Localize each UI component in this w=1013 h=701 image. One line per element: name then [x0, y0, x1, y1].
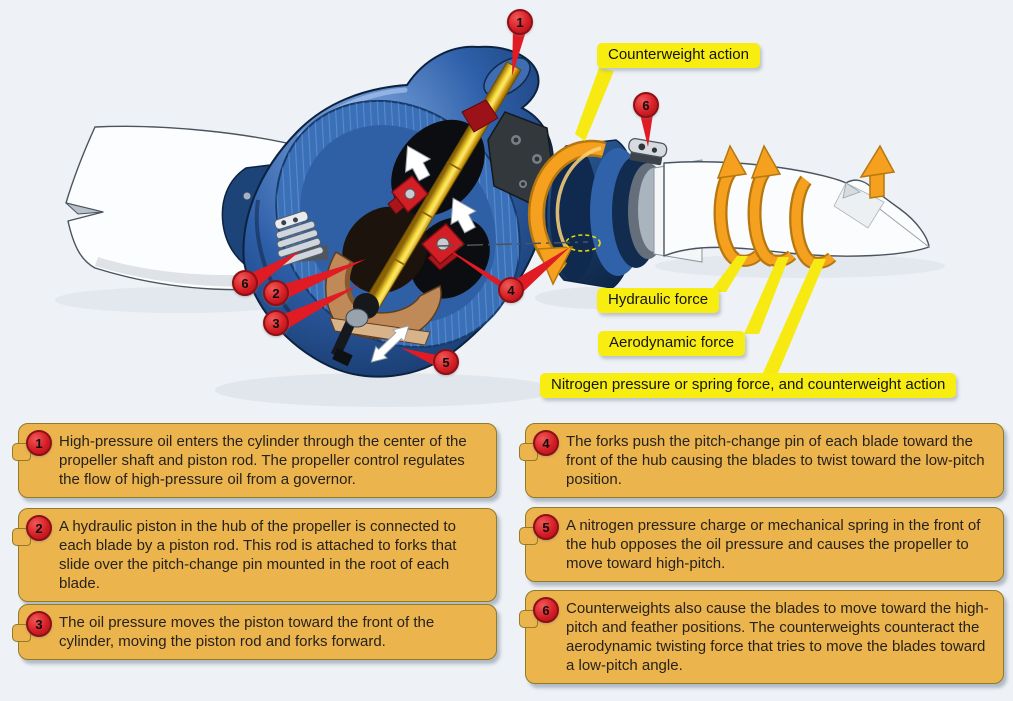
counterweight-right	[628, 137, 668, 166]
connector-counterweight	[575, 68, 614, 141]
label-aerodynamic-force: Aerodynamic force	[598, 331, 746, 356]
counterweight-rotation-arrow	[527, 139, 607, 286]
note-3-badge: 3	[26, 611, 52, 637]
pointer-1	[512, 28, 527, 76]
callout-3-badge: 3	[263, 310, 289, 336]
callout-1-badge: 1	[507, 9, 533, 35]
note-box-2: 2 A hydraulic piston in the hub of the p…	[12, 508, 497, 602]
label-nitrogen-spring: Nitrogen pressure or spring force, and c…	[540, 373, 957, 398]
note-1-badge: 1	[26, 430, 52, 456]
connector-aerodynamic	[744, 257, 789, 334]
pitch-change-forks	[387, 99, 499, 271]
aerodynamic-spiral-arrows	[713, 144, 896, 269]
note-4-badge: 4	[533, 430, 559, 456]
callout-2-badge: 2	[263, 280, 289, 306]
note-box-3: 3 The oil pressure moves the piston towa…	[12, 604, 497, 660]
note-1-text: High-pressure oil enters the cylinder th…	[59, 433, 467, 488]
prop-centerline	[437, 234, 601, 252]
label-hydraulic-force: Hydraulic force	[597, 288, 720, 313]
note-box-5: 5 A nitrogen pressure charge or mechanic…	[519, 507, 1004, 582]
blade-root-hub	[545, 139, 703, 289]
note-2-badge: 2	[26, 515, 52, 541]
pointer-4a	[443, 246, 512, 296]
piston-motion-arrows	[370, 145, 477, 363]
pointer-6-left	[249, 251, 300, 289]
callout-6-right-badge: 6	[633, 92, 659, 118]
callout-pointers	[249, 28, 653, 369]
note-6-badge: 6	[533, 597, 559, 623]
pitch-pin-highlight	[565, 234, 601, 252]
pointer-6-right	[640, 114, 653, 147]
blade-tip-arrow	[859, 144, 896, 199]
note-box-4: 4 The forks push the pitch-change pin of…	[519, 423, 1004, 498]
hub-cutaway	[221, 45, 555, 378]
callout-5-badge: 5	[433, 349, 459, 375]
note-2-text: A hydraulic piston in the hub of the pro…	[59, 518, 457, 592]
note-3-text: The oil pressure moves the piston toward…	[59, 614, 435, 650]
pointer-4b	[513, 247, 570, 294]
label-connectors	[575, 68, 826, 375]
pointer-2	[281, 259, 366, 299]
connector-hydraulic	[710, 256, 748, 292]
note-box-1: 1 High-pressure oil enters the cylinder …	[12, 423, 497, 498]
double-motion-arrow	[370, 325, 410, 363]
connector-nitrogen	[762, 259, 826, 375]
label-counterweight-action: Counterweight action	[597, 43, 760, 68]
counterweight-left	[274, 210, 329, 267]
note-5-badge: 5	[533, 514, 559, 540]
pointer-5	[401, 348, 441, 369]
note-box-6: 6 Counterweights also cause the blades t…	[519, 590, 1004, 684]
callout-6-left-badge: 6	[232, 270, 258, 296]
note-4-text: The forks push the pitch-change pin of e…	[566, 433, 985, 488]
callout-4-badge: 4	[498, 277, 524, 303]
note-6-text: Counterweights also cause the blades to …	[566, 600, 989, 674]
note-5-text: A nitrogen pressure charge or mechanical…	[566, 517, 981, 572]
pointer-3	[281, 285, 359, 329]
